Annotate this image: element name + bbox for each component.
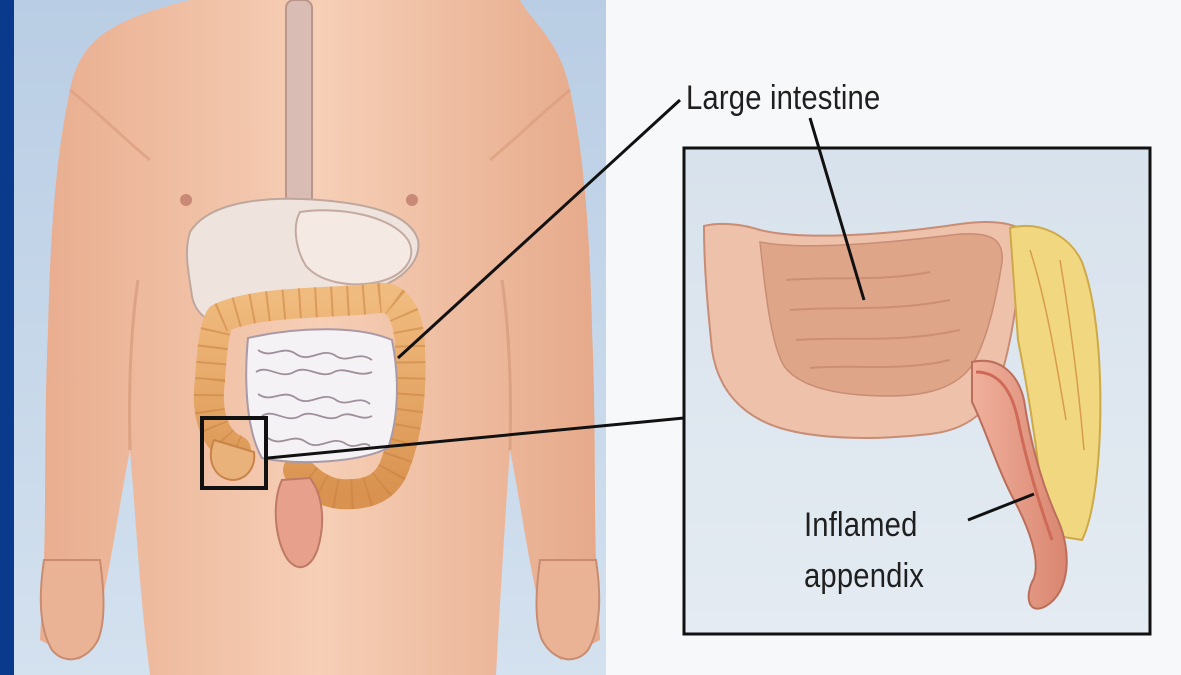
label-inflamed: Inflamed [804,505,918,545]
left-nipple [180,194,192,206]
right-hand [537,560,600,659]
small-intestine [246,329,397,462]
left-hand [41,560,104,659]
right-nipple [406,194,418,206]
label-appendix: appendix [804,556,924,596]
intestine-lumen [760,234,1002,396]
esophagus [286,0,312,205]
label-large-intestine: Large intestine [686,78,880,118]
